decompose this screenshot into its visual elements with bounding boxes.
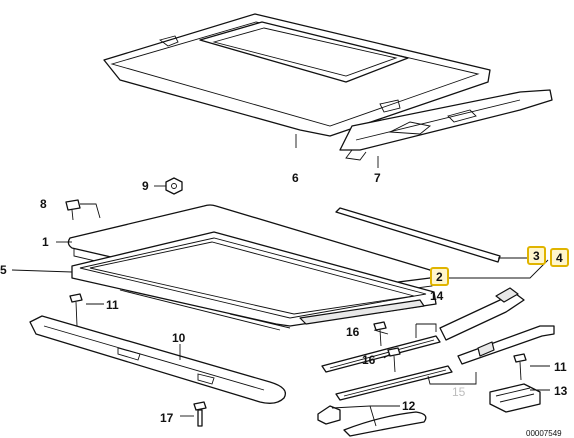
part-16-screw-upper <box>373 321 387 347</box>
label-part-15: 15 <box>452 385 466 399</box>
label-part-13: 13 <box>554 384 568 398</box>
part-7-guide-rail <box>339 89 553 161</box>
part-6-headliner-panel <box>103 13 491 137</box>
highlight-box-part-4 <box>550 248 569 267</box>
label-part-16-lower: 16 <box>362 353 376 367</box>
part-17-pin <box>193 401 207 427</box>
part-5-frame-seal <box>71 231 437 331</box>
part-9-nut <box>165 177 183 195</box>
part-16-screw-lower <box>387 347 401 373</box>
reference-number: 00007549 <box>526 429 562 438</box>
label-part-12: 12 <box>402 399 416 413</box>
label-part-14: 14 <box>430 289 444 303</box>
label-part-5: 5 <box>0 263 7 277</box>
part-13-guide-block <box>489 383 541 413</box>
part-14-cable-rail <box>321 335 441 373</box>
part-8-screw <box>65 199 81 221</box>
label-part-11-right: 11 <box>554 360 567 374</box>
part-10-wind-deflector-rail <box>29 315 287 404</box>
part-11-screw-left <box>69 293 83 327</box>
label-part-7: 7 <box>374 171 381 185</box>
label-part-2: 2 <box>436 270 443 284</box>
label-part-10: 10 <box>172 331 186 345</box>
label-part-1: 1 <box>42 235 49 249</box>
part-12-cable-and-clip <box>317 405 427 437</box>
highlight-box-part-3 <box>527 246 546 265</box>
label-part-9: 9 <box>142 179 149 193</box>
label-part-17: 17 <box>160 411 174 425</box>
label-part-3: 3 <box>533 249 540 263</box>
highlight-box-part-2 <box>430 267 449 286</box>
label-part-16-upper: 16 <box>346 325 360 339</box>
leader-lines <box>11 134 550 427</box>
parts-3-4-seal-strip <box>335 207 501 263</box>
lever-arm-lower <box>457 325 555 365</box>
part-2-lifter-mechanism <box>439 287 525 341</box>
part-15-cable-rail <box>335 365 453 401</box>
label-part-11-left: 11 <box>106 298 119 312</box>
part-11-screw-right <box>513 353 527 381</box>
label-part-8: 8 <box>40 197 47 211</box>
label-part-6: 6 <box>292 171 299 185</box>
label-part-4: 4 <box>556 251 563 265</box>
